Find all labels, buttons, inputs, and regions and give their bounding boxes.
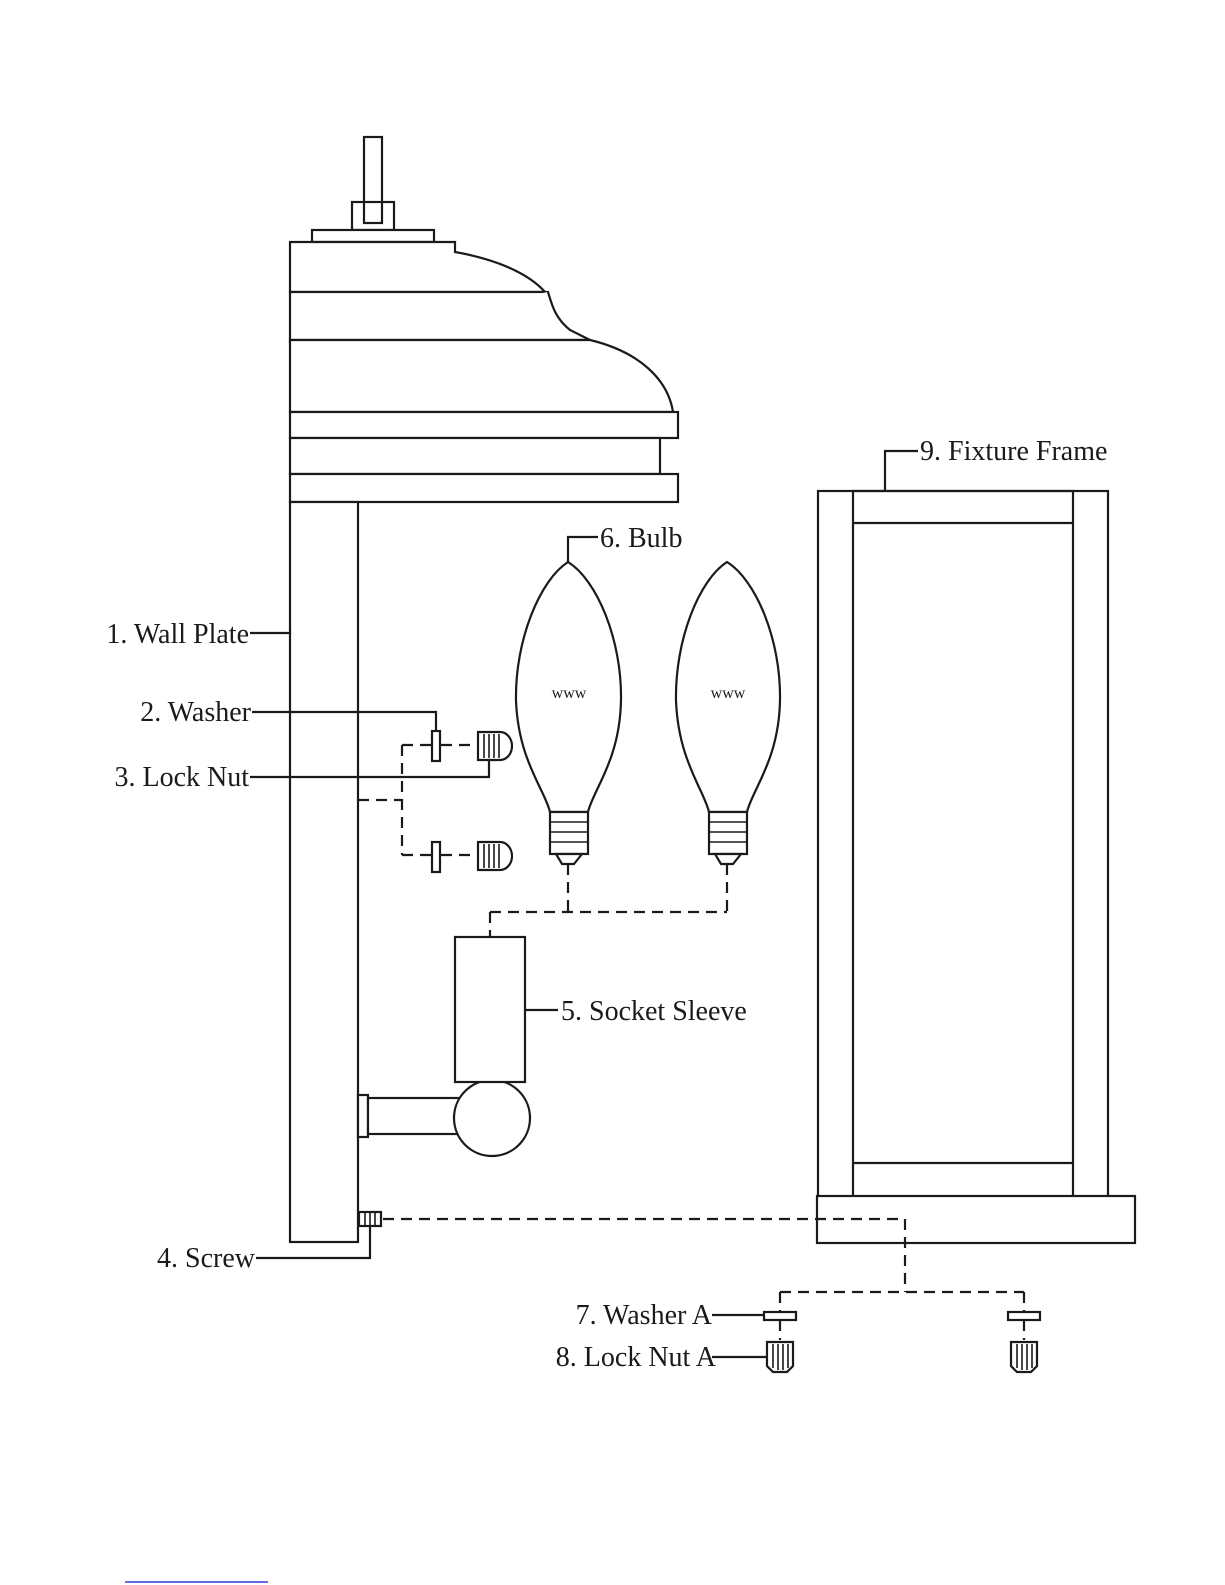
wall-plate (290, 502, 358, 1242)
socket-sleeve (455, 937, 525, 1082)
label-fixture-frame: 9. Fixture Frame (920, 436, 1107, 467)
bulb-filament-right: www (711, 685, 746, 702)
label-lock-nut-a: 8. Lock Nut A (556, 1342, 717, 1373)
lock-nut-a-left (767, 1342, 793, 1372)
bulb-filament-left: www (552, 685, 587, 702)
label-socket-sleeve: 5. Socket Sleeve (561, 996, 747, 1027)
lock-nut-lower (478, 842, 512, 870)
label-lock-nut: 3. Lock Nut (114, 762, 249, 793)
label-wall-plate: 1. Wall Plate (106, 619, 249, 650)
washer-lock-nut-assembly (358, 731, 512, 872)
socket-arm (358, 1080, 530, 1156)
label-washer: 2. Washer (140, 697, 251, 728)
bulb-right: www (676, 562, 780, 864)
screw (359, 1212, 381, 1226)
bulb-to-socket-dashes (490, 864, 727, 937)
lock-nut-a-right (1011, 1342, 1037, 1372)
top-cap (290, 137, 678, 502)
label-washer-a: 7. Washer A (576, 1300, 713, 1331)
label-screw: 4. Screw (157, 1243, 256, 1274)
bulb-left: www (516, 562, 621, 864)
washer-a-lock-nut-a-assembly (764, 1312, 1040, 1372)
fixture-frame (817, 491, 1135, 1243)
lock-nut-upper (478, 732, 512, 760)
label-bulb: 6. Bulb (600, 523, 682, 554)
